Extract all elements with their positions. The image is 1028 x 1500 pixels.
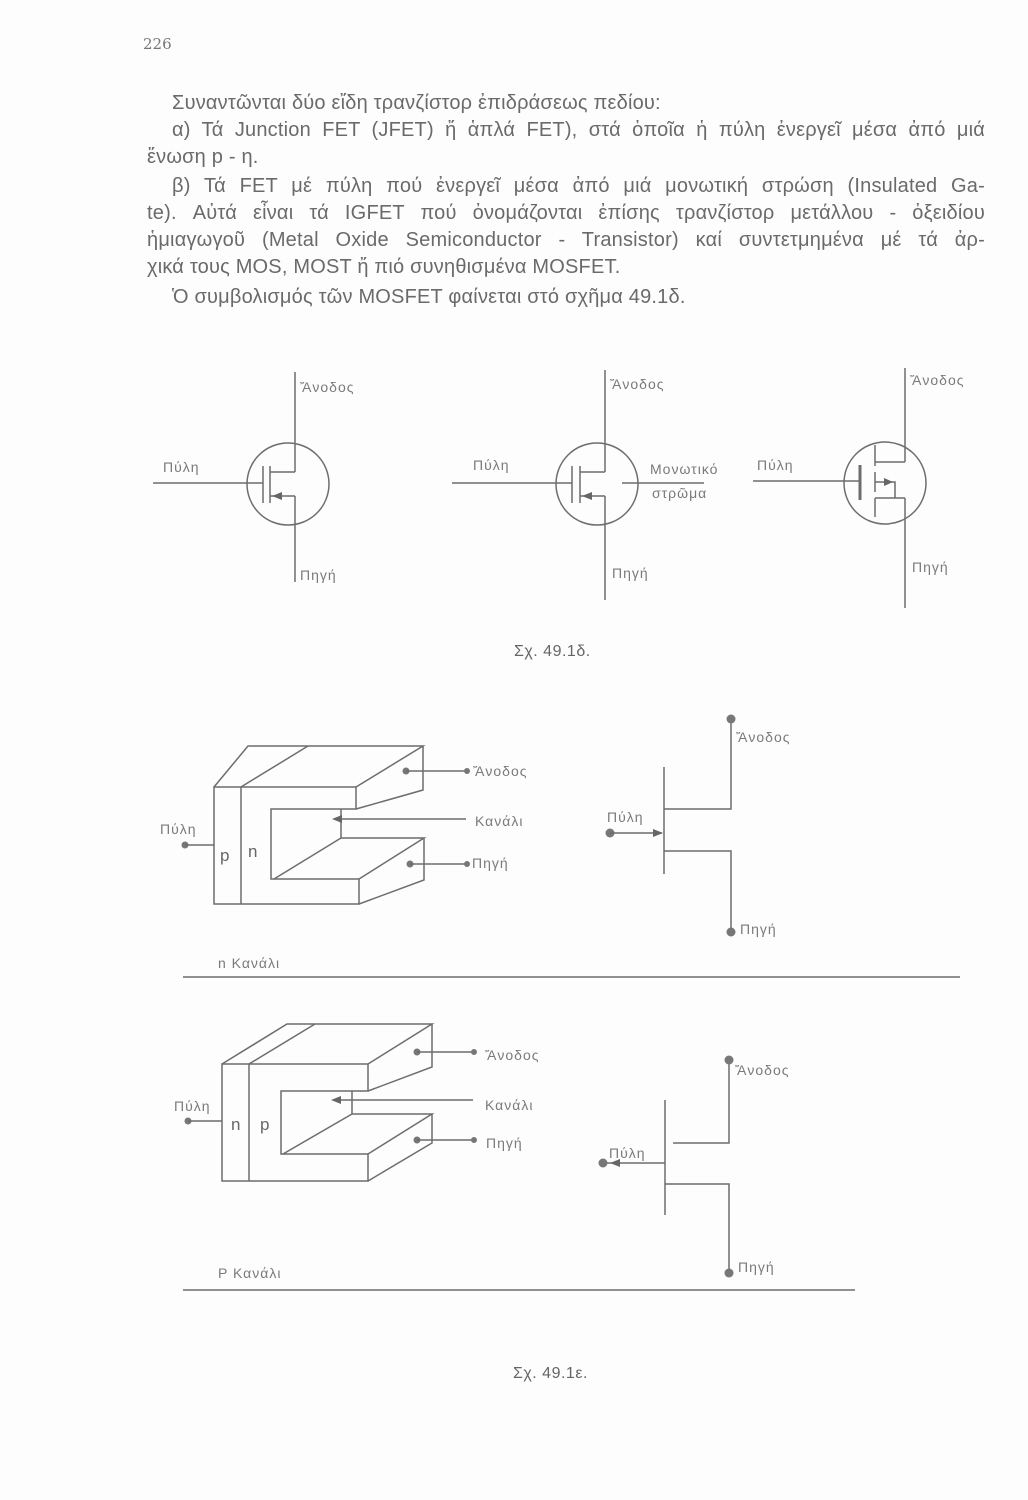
- insulator-label: Μονωτικό: [650, 461, 718, 477]
- sym-gate-label: Πύλη: [607, 809, 644, 825]
- source-label: Πηγή: [486, 1135, 523, 1151]
- sym-source-label: Πηγή: [738, 1259, 775, 1275]
- drain-label: Ἄνοδος: [485, 1047, 540, 1063]
- channel-label: Κανάλι: [485, 1097, 533, 1113]
- drain-label: Ἄνοδος: [473, 763, 528, 779]
- figure-caption: Σχ. 49.1δ.: [514, 643, 591, 660]
- text-line: Συναντῶνται δύο εἴδη τρανζίστορ ἐπιδράσε…: [172, 92, 661, 114]
- sym-drain-label: Ἄνοδος: [736, 729, 791, 745]
- n-region-label: n: [248, 842, 258, 861]
- text-line: ἕνωση p - η.: [147, 146, 259, 168]
- drain-label: Ἄνοδος: [610, 376, 665, 392]
- sym-gate-label: Πύλη: [609, 1145, 646, 1161]
- gate-label: Πύλη: [163, 459, 200, 475]
- gate-label: Πύλη: [757, 457, 794, 473]
- mosfet-symbol-2: Ἄνοδος Πύλη Πηγή Μονωτικό στρῶμα: [452, 370, 718, 600]
- gate-label: Πύλη: [473, 457, 510, 473]
- mosfet-symbol-1: Ἄνοδος Πύλη Πηγή: [153, 372, 355, 583]
- channel-label: Κανάλι: [475, 813, 523, 829]
- gate-label: Πύλη: [160, 821, 197, 837]
- figure-caption: Σχ. 49.1ε.: [513, 1365, 588, 1382]
- gate-label: Πύλη: [174, 1098, 211, 1114]
- source-label: Πηγή: [612, 565, 649, 581]
- p-region-label: p: [260, 1115, 270, 1134]
- mosfet-symbol-3: Ἄνοδος Πύλη Πηγή: [753, 368, 965, 608]
- insulator-label: στρῶμα: [652, 485, 707, 501]
- text-line: χικά τους MOS, MOST ἤ πιό συνηθισμένα MO…: [147, 256, 621, 278]
- sym-drain-label: Ἄνοδος: [735, 1062, 790, 1078]
- text-line: β) Τά FET μέ πύλη πού ἐνεργεῖ μέσα ἀπό μ…: [172, 175, 985, 197]
- n-region-label: n: [231, 1115, 241, 1134]
- source-label: Πηγή: [300, 567, 337, 583]
- p-region-label: p: [220, 846, 230, 865]
- p-channel-jfet: Πύλη n p Ἄνοδος Κανάλι Πηγή Πύλη Ἄνοδος …: [174, 1023, 855, 1291]
- drain-label: Ἄνοδος: [910, 372, 965, 388]
- n-channel-jfet: Πύλη p n Ἄνοδος Κανάλι Πηγή Πύλη Ἄνοδος …: [160, 714, 960, 978]
- text-line: Ὁ συμβολισμός τῶν MOSFET φαίνεται στό σχ…: [172, 286, 686, 308]
- page-number: 226: [143, 35, 172, 53]
- section-title: n Κανάλι: [218, 955, 280, 971]
- text-line: α) Τά Junction FET (JFET) ἤ ἁπλά FET), σ…: [172, 119, 985, 141]
- sym-source-label: Πηγή: [740, 921, 777, 937]
- text-line: te). Αὐτά εἶναι τά IGFET πού ὀνομάζονται…: [147, 202, 985, 224]
- drain-label: Ἄνοδος: [300, 379, 355, 395]
- text-line: ἡμιαγωγοῦ (Metal Oxide Semiconductor - T…: [147, 229, 985, 251]
- source-label: Πηγή: [912, 559, 949, 575]
- source-label: Πηγή: [472, 855, 509, 871]
- section-title: P Κανάλι: [218, 1265, 281, 1281]
